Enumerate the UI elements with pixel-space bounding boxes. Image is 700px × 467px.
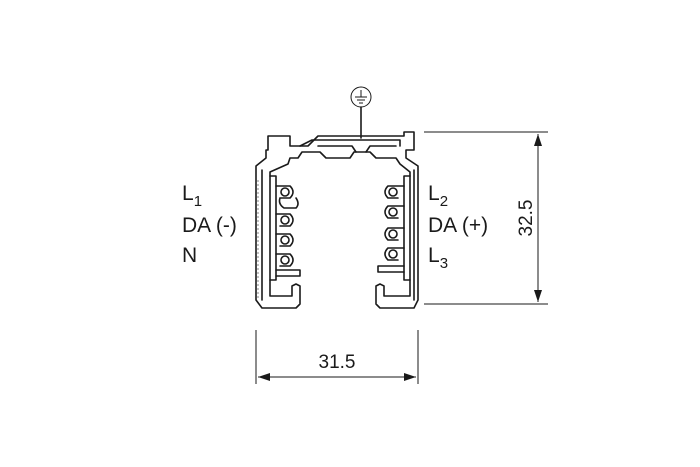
height-dimension: 32.5 (424, 131, 548, 305)
width-dimension: 31.5 (255, 330, 419, 384)
label-l2: L2 (428, 182, 448, 210)
label-n: N (182, 244, 197, 267)
width-value: 31.5 (319, 352, 356, 373)
label-l3: L3 (428, 244, 448, 272)
height-value: 32.5 (516, 200, 537, 237)
right-conductor-slots (377, 185, 405, 273)
label-l1: L1 (182, 182, 202, 210)
earth-ground-icon (350, 86, 372, 139)
label-da-plus: DA (+) (428, 214, 488, 237)
left-conductor-slots (275, 185, 301, 277)
label-da-minus: DA (-) (182, 214, 237, 237)
